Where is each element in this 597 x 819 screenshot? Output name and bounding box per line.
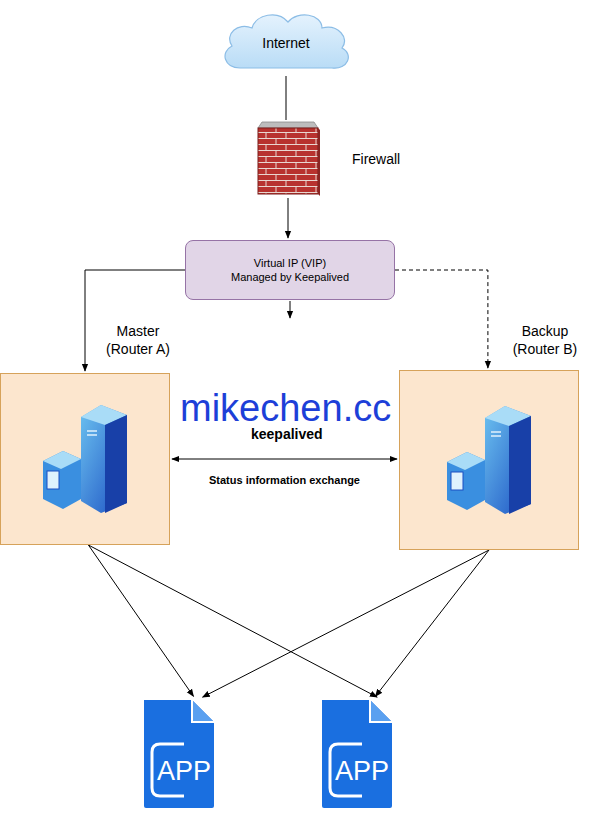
- firewall-label: Firewall: [352, 151, 400, 167]
- backup-box: Backup (Router B): [399, 370, 579, 550]
- vip-box: Virtual IP (VIP) Managed by Keepalived: [185, 240, 395, 300]
- server-icon: [439, 404, 539, 514]
- app-label: APP: [333, 751, 391, 791]
- firewall-node: Firewall: [256, 120, 320, 198]
- cloud-label: Internet: [218, 35, 354, 51]
- vip-text: Virtual IP (VIP) Managed by Keepalived: [230, 256, 350, 284]
- down-arrow: [290, 301, 291, 318]
- master-box: Master (Router A): [0, 373, 170, 545]
- connector: [286, 76, 287, 120]
- edge-label: Status information exchange: [207, 473, 362, 487]
- dashed-connector: [395, 270, 488, 368]
- watermark: mikechen.cc: [180, 386, 391, 430]
- master-label: Master (Router A): [93, 322, 183, 358]
- cloud-node: Internet: [218, 8, 354, 76]
- connector: [85, 270, 185, 371]
- app-label: APP: [155, 751, 213, 791]
- connector: [203, 550, 489, 697]
- backup-label: Backup (Router B): [500, 322, 590, 358]
- app-icon: [140, 698, 218, 810]
- app-node: APP: [140, 698, 218, 810]
- firewall-icon: [256, 120, 320, 198]
- server-icon: [35, 403, 135, 513]
- app-node: APP: [318, 698, 396, 810]
- connector: [172, 459, 397, 460]
- connector: [288, 198, 289, 238]
- app-icon: [318, 698, 396, 810]
- connector: [375, 550, 489, 696]
- connector: [88, 545, 377, 697]
- connector: [88, 545, 193, 696]
